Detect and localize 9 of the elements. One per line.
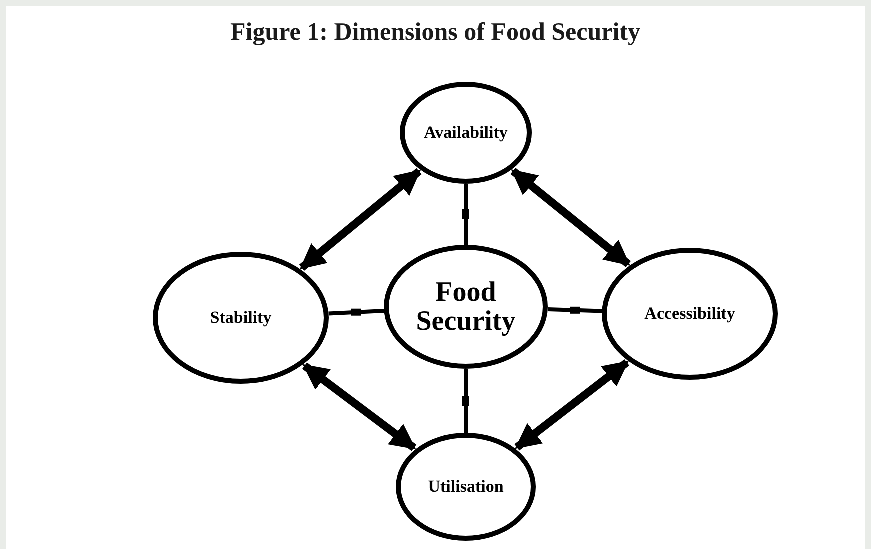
figure-title: Figure 1: Dimensions of Food Security bbox=[230, 18, 640, 48]
connector-line bbox=[462, 369, 470, 433]
connector-line bbox=[462, 184, 470, 245]
double-arrow bbox=[510, 168, 632, 268]
double-arrow bbox=[299, 168, 422, 272]
connector-line bbox=[548, 306, 602, 314]
double-arrow bbox=[302, 362, 417, 452]
double-arrow bbox=[514, 359, 630, 451]
connector-line bbox=[328, 308, 384, 316]
